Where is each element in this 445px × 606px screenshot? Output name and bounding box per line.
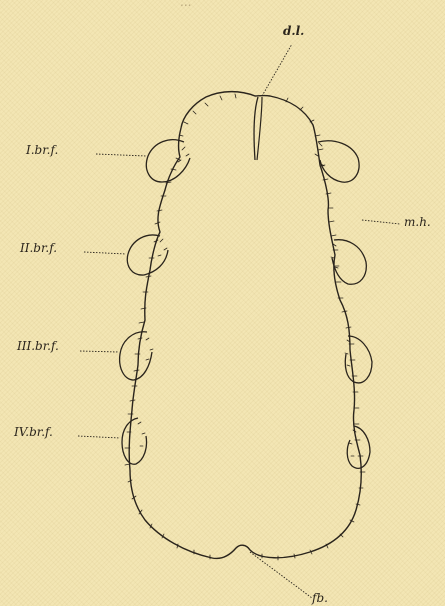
edge-hatching: [125, 94, 365, 560]
gill-fold-2-left: [127, 235, 168, 275]
mh-label: m.h.: [404, 216, 431, 228]
leader-mh: [362, 220, 400, 224]
leader-bottom: [250, 552, 312, 598]
leader-dl: [262, 44, 292, 96]
leader-gill-fold-1: [96, 154, 146, 156]
top-fragment-label: ...: [180, 0, 191, 8]
gill-fold-1-label: I.br.f.: [26, 144, 58, 156]
bottom-label: fb.: [312, 592, 328, 604]
gill-fold-4-left: [122, 418, 147, 464]
leader-gill-fold-2: [84, 252, 126, 254]
body-outline: [129, 92, 361, 559]
gill-fold-1-left: [146, 140, 190, 182]
leader-gill-fold-4: [78, 436, 120, 438]
gill-fold-2-label: II.br.f.: [20, 242, 57, 254]
leader-lines: [78, 44, 400, 598]
dl-label: d.l.: [283, 25, 304, 37]
gill-fold-4-label: IV.br.f.: [14, 426, 53, 438]
leader-gill-fold-3: [80, 351, 118, 352]
gill-fold-3-label: III.br.f.: [17, 340, 59, 352]
dorsal-line-right: [257, 97, 262, 160]
gill-fold-2-right: [332, 240, 366, 285]
